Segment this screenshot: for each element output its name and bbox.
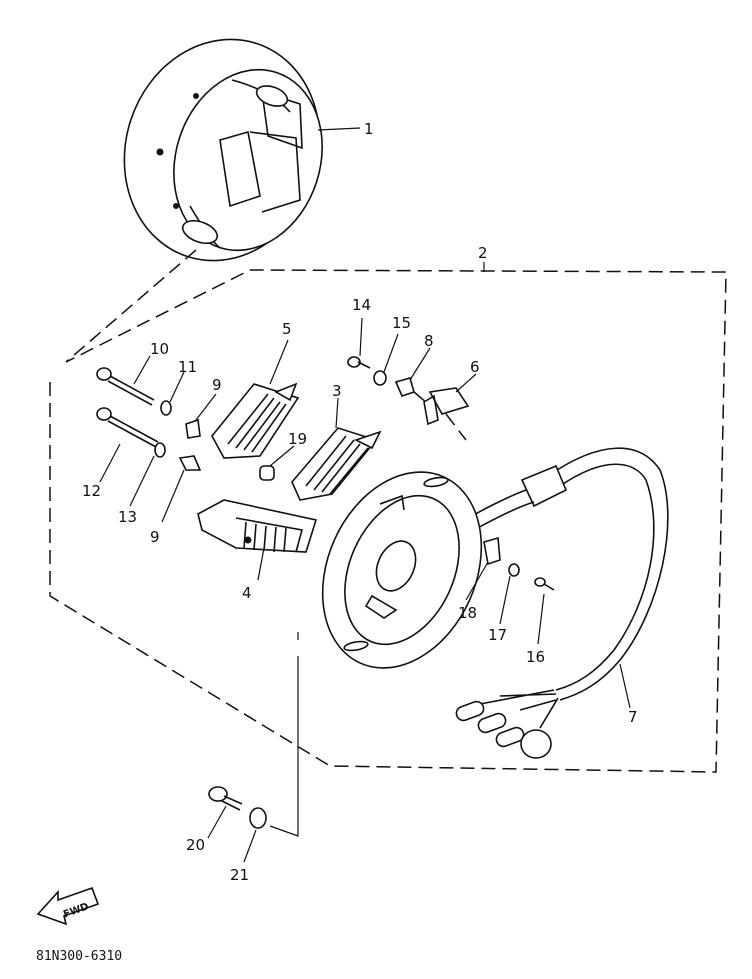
label-part-18: 18 <box>458 604 477 622</box>
label-part-8: 8 <box>424 332 434 350</box>
flywheel-rotor <box>123 38 323 262</box>
stator-base-plate <box>297 471 483 669</box>
label-part-9a: 9 <box>212 376 222 394</box>
leader-lines <box>99 127 631 863</box>
small-fasteners <box>96 356 555 837</box>
label-part-11: 11 <box>178 358 197 376</box>
label-part-20: 20 <box>186 836 205 854</box>
lead-wire-harness <box>451 447 669 759</box>
forward-direction-arrow: FWD <box>36 886 100 926</box>
label-part-17: 17 <box>488 626 507 644</box>
label-part-13: 13 <box>118 508 137 526</box>
part-number-labels: 1 2 3 4 5 6 7 8 9 9 10 11 12 13 14 15 16… <box>82 120 638 884</box>
label-part-10: 10 <box>150 340 169 358</box>
label-part-15: 15 <box>392 314 411 332</box>
label-part-4: 4 <box>242 584 252 602</box>
label-part-6: 6 <box>470 358 480 376</box>
lighting-coil <box>211 382 300 459</box>
label-part-5: 5 <box>282 320 292 338</box>
label-part-7: 7 <box>628 708 638 726</box>
label-part-19: 19 <box>288 430 307 448</box>
label-part-12: 12 <box>82 482 101 500</box>
label-part-9b: 9 <box>150 528 160 546</box>
label-part-14: 14 <box>352 296 371 314</box>
label-part-21: 21 <box>230 866 249 884</box>
stator-assembly-outline <box>49 249 727 773</box>
pickup-coil <box>423 387 470 441</box>
label-part-1: 1 <box>364 120 374 138</box>
charge-coil <box>197 499 318 553</box>
label-part-3: 3 <box>332 382 342 400</box>
source-coil <box>291 427 382 501</box>
drawing-code: 81N300-6310 <box>36 949 122 964</box>
label-part-2: 2 <box>478 244 488 262</box>
label-part-16: 16 <box>526 648 545 666</box>
